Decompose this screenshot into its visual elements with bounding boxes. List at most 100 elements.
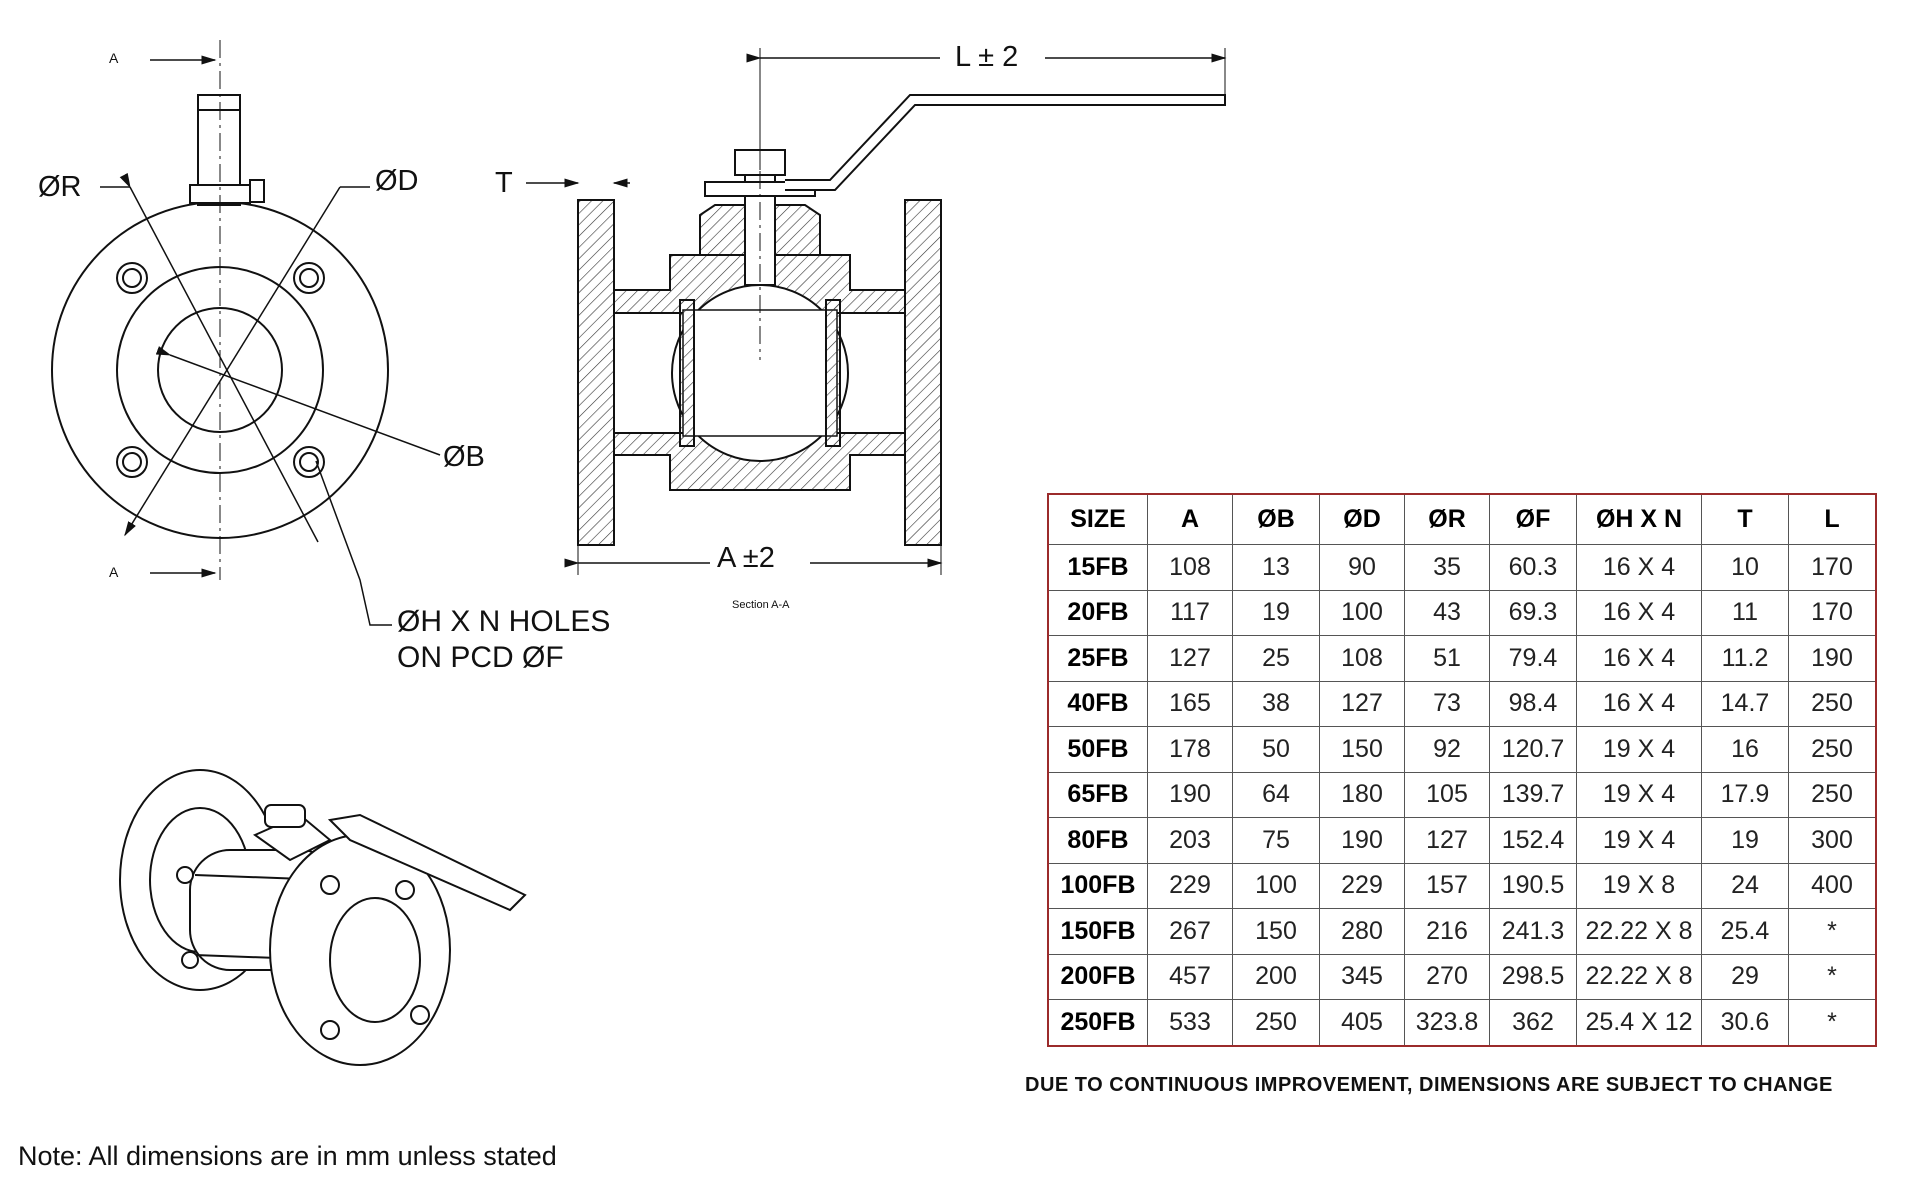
col-header-b: ØB xyxy=(1232,493,1320,545)
cell-l: 250 xyxy=(1788,726,1877,773)
cell-b: 38 xyxy=(1232,680,1320,727)
cell-b: 150 xyxy=(1232,908,1320,955)
cell-b: 13 xyxy=(1232,544,1320,591)
units-note: Note: All dimensions are in mm unless st… xyxy=(18,1141,557,1171)
cell-d: 229 xyxy=(1319,862,1405,909)
cell-a: 127 xyxy=(1147,635,1233,682)
section-arrow-label-top: A xyxy=(109,50,119,66)
cell-d: 345 xyxy=(1319,953,1405,1000)
cell-d: 100 xyxy=(1319,589,1405,636)
cell-b: 19 xyxy=(1232,589,1320,636)
cell-f: 139.7 xyxy=(1489,771,1577,818)
cell-a: 267 xyxy=(1147,908,1233,955)
col-header-f: ØF xyxy=(1489,493,1577,545)
cell-l: 190 xyxy=(1788,635,1877,682)
cell-b: 25 xyxy=(1232,635,1320,682)
isometric-view xyxy=(119,769,527,1066)
section-caption: Section A-A xyxy=(732,599,790,611)
cell-a: 178 xyxy=(1147,726,1233,773)
cell-size: 50FB xyxy=(1047,726,1148,773)
cell-holes: 25.4 X 12 xyxy=(1576,999,1702,1046)
cell-a: 229 xyxy=(1147,862,1233,909)
dia-r-label: ØR xyxy=(38,171,82,203)
cell-d: 150 xyxy=(1319,726,1405,773)
table-header-row: SIZE A ØB ØD ØR ØF ØH X N T L xyxy=(1047,493,1877,545)
cell-size: 25FB xyxy=(1047,635,1148,682)
cell-f: 98.4 xyxy=(1489,680,1577,727)
cell-r: 73 xyxy=(1404,680,1490,727)
cell-f: 298.5 xyxy=(1489,953,1577,1000)
section-arrow-label-bottom: A xyxy=(109,564,119,580)
disclaimer-text: DUE TO CONTINUOUS IMPROVEMENT, DIMENSION… xyxy=(1025,1074,1833,1096)
cell-t: 24 xyxy=(1701,862,1789,909)
cell-r: 323.8 xyxy=(1404,999,1490,1046)
cell-t: 29 xyxy=(1701,953,1789,1000)
cell-holes: 22.22 X 8 xyxy=(1576,908,1702,955)
cell-r: 105 xyxy=(1404,771,1490,818)
cell-l: 250 xyxy=(1788,680,1877,727)
cell-holes: 16 X 4 xyxy=(1576,680,1702,727)
cell-r: 157 xyxy=(1404,862,1490,909)
cell-a: 457 xyxy=(1147,953,1233,1000)
cell-d: 190 xyxy=(1319,817,1405,864)
cell-t: 16 xyxy=(1701,726,1789,773)
cell-size: 150FB xyxy=(1047,908,1148,955)
cell-b: 200 xyxy=(1232,953,1320,1000)
cell-size: 80FB xyxy=(1047,817,1148,864)
cell-t: 19 xyxy=(1701,817,1789,864)
cell-f: 190.5 xyxy=(1489,862,1577,909)
cell-holes: 19 X 4 xyxy=(1576,726,1702,773)
cell-l: * xyxy=(1788,908,1877,955)
cell-f: 152.4 xyxy=(1489,817,1577,864)
col-header-holes: ØH X N xyxy=(1576,493,1702,545)
cell-l: 250 xyxy=(1788,771,1877,818)
cell-size: 65FB xyxy=(1047,771,1148,818)
cell-d: 90 xyxy=(1319,544,1405,591)
bolt-holes-note-line1: ØH X N HOLES xyxy=(397,605,611,638)
cell-holes: 16 X 4 xyxy=(1576,589,1702,636)
face-to-face-dimension-label: A ±2 xyxy=(717,542,775,574)
bolt-holes-note-line2: ON PCD ØF xyxy=(397,641,564,674)
cell-f: 120.7 xyxy=(1489,726,1577,773)
cell-a: 203 xyxy=(1147,817,1233,864)
dia-b-label: ØB xyxy=(443,441,485,473)
cell-l: 170 xyxy=(1788,589,1877,636)
dia-d-label: ØD xyxy=(375,165,419,197)
cell-r: 43 xyxy=(1404,589,1490,636)
cell-b: 75 xyxy=(1232,817,1320,864)
cell-r: 216 xyxy=(1404,908,1490,955)
cell-b: 50 xyxy=(1232,726,1320,773)
cell-d: 405 xyxy=(1319,999,1405,1046)
cell-t: 17.9 xyxy=(1701,771,1789,818)
cell-holes: 19 X 4 xyxy=(1576,771,1702,818)
col-header-l: L xyxy=(1788,493,1877,545)
col-header-size: SIZE xyxy=(1047,493,1148,545)
cell-a: 108 xyxy=(1147,544,1233,591)
end-view xyxy=(51,40,441,626)
cell-t: 11 xyxy=(1701,589,1789,636)
cell-holes: 19 X 4 xyxy=(1576,817,1702,864)
cell-holes: 19 X 8 xyxy=(1576,862,1702,909)
cell-r: 35 xyxy=(1404,544,1490,591)
cell-l: 170 xyxy=(1788,544,1877,591)
cell-t: 25.4 xyxy=(1701,908,1789,955)
cell-t: 14.7 xyxy=(1701,680,1789,727)
cell-a: 117 xyxy=(1147,589,1233,636)
cell-f: 69.3 xyxy=(1489,589,1577,636)
cell-r: 51 xyxy=(1404,635,1490,682)
bolt-hole xyxy=(116,446,148,478)
cell-d: 180 xyxy=(1319,771,1405,818)
bolt-hole xyxy=(293,262,325,294)
cell-holes: 16 X 4 xyxy=(1576,635,1702,682)
